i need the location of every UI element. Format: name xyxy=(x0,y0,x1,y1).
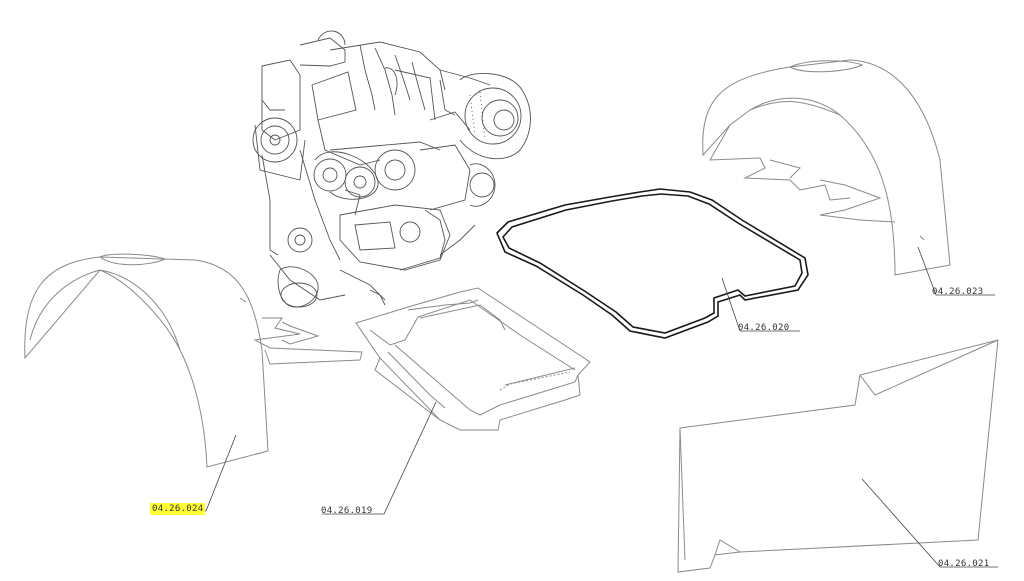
part-label-04-26-023: 04.26.023 xyxy=(932,287,984,297)
left-wheel-arch-panel xyxy=(24,253,363,468)
part-label-04-26-020: 04.26.020 xyxy=(738,323,790,333)
engine-illustration xyxy=(252,30,531,308)
hood-gasket xyxy=(496,188,809,339)
part-label-04-26-019: 04.26.019 xyxy=(321,506,373,516)
right-wheel-arch-panel xyxy=(702,59,951,276)
part-label-04-26-021: 04.26.021 xyxy=(938,559,990,569)
side-insulation-panel xyxy=(677,339,999,573)
part-label-04-26-024: 04.26.024 xyxy=(150,503,206,515)
oil-pan-tray xyxy=(355,287,591,431)
